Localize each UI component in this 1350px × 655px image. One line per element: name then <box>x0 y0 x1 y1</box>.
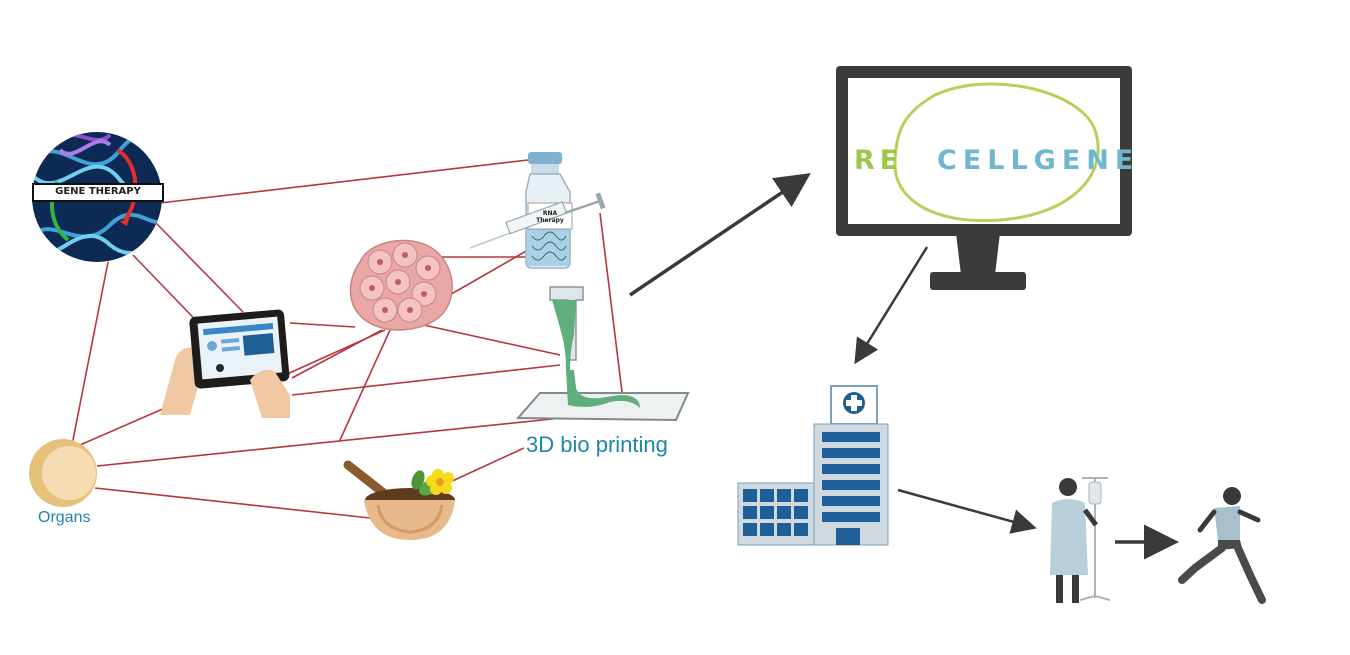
rna-therapy-label: RNA Therapy <box>536 210 564 224</box>
bio-printer-icon <box>515 286 690 422</box>
bio-printing-label: 3D bio printing <box>526 432 668 457</box>
mortar-pestle-herb-icon <box>343 460 455 540</box>
tablet-icon <box>160 309 290 418</box>
logo-prefix: RE <box>854 145 904 176</box>
organ-icon <box>29 439 97 507</box>
runner-icon <box>1178 487 1266 604</box>
gene-therapy-label: GENE THERAPY <box>55 186 141 197</box>
network-lines <box>71 159 623 519</box>
patient-iv-icon <box>1050 477 1111 603</box>
cell-cluster-icon <box>349 239 453 331</box>
hospital-icon <box>737 385 889 546</box>
organs-label: Organs <box>38 509 91 526</box>
syringe-icon <box>469 192 606 249</box>
monitor-icon <box>836 66 1132 290</box>
logo-name: CELLGENE <box>937 145 1140 176</box>
flow-arrows <box>629 173 1179 560</box>
